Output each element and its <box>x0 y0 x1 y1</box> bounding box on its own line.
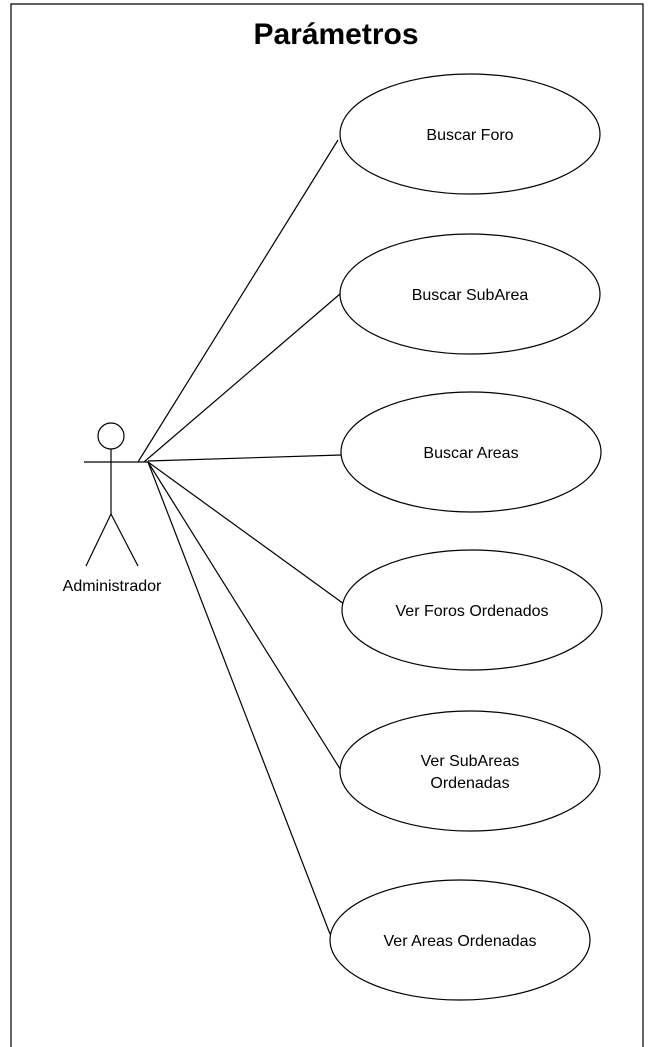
use-case-label: Buscar SubArea <box>412 287 529 304</box>
actor-left-leg <box>85 513 112 567</box>
association-line-buscar-foro <box>137 139 339 463</box>
association-line-buscar-subarea <box>143 293 341 463</box>
association-line-ver-areas-ordenadas <box>147 461 331 935</box>
use-case-label: Ver Areas Ordenadas <box>384 933 537 950</box>
use-case-label: Ver Foros Ordenados <box>396 603 549 620</box>
use-case-label-line-1: Ver SubAreas <box>421 753 520 770</box>
association-line-ver-subareas-ordenadas <box>147 461 343 773</box>
actor-right-leg <box>110 513 139 567</box>
use-case-ellipse <box>329 879 591 1001</box>
use-case-label: Buscar Foro <box>426 127 513 144</box>
use-case-ellipse <box>339 73 601 195</box>
association-line-buscar-areas <box>147 454 342 462</box>
use-case-ellipse <box>339 710 601 832</box>
actor-label: Administrador <box>63 578 162 595</box>
use-case-ellipse <box>341 549 603 671</box>
association-line-ver-foros-ordenados <box>147 461 345 605</box>
use-case-buscar-subarea: Buscar SubArea <box>339 233 601 355</box>
actor-administrador: Administrador <box>63 422 162 595</box>
use-case-ellipse <box>340 391 602 513</box>
use-case-label-line-2: Ordenadas <box>430 775 509 792</box>
actor-head-icon <box>97 422 125 450</box>
associations <box>137 139 345 935</box>
use-case-ver-areas-ordenadas: Ver Areas Ordenadas <box>329 879 591 1001</box>
use-case-buscar-foro: Buscar Foro <box>339 73 601 195</box>
use-case-ellipse <box>339 233 601 355</box>
use-case-label: Buscar Areas <box>423 445 518 462</box>
use-case-buscar-areas: Buscar Areas <box>340 391 602 513</box>
diagram-title: Parámetros <box>253 18 418 51</box>
diagram-frame <box>10 3 644 1047</box>
use-case-ver-subareas-ordenadas: Ver SubAreas Ordenadas <box>339 710 601 832</box>
use-case-ver-foros-ordenados: Ver Foros Ordenados <box>341 549 603 671</box>
